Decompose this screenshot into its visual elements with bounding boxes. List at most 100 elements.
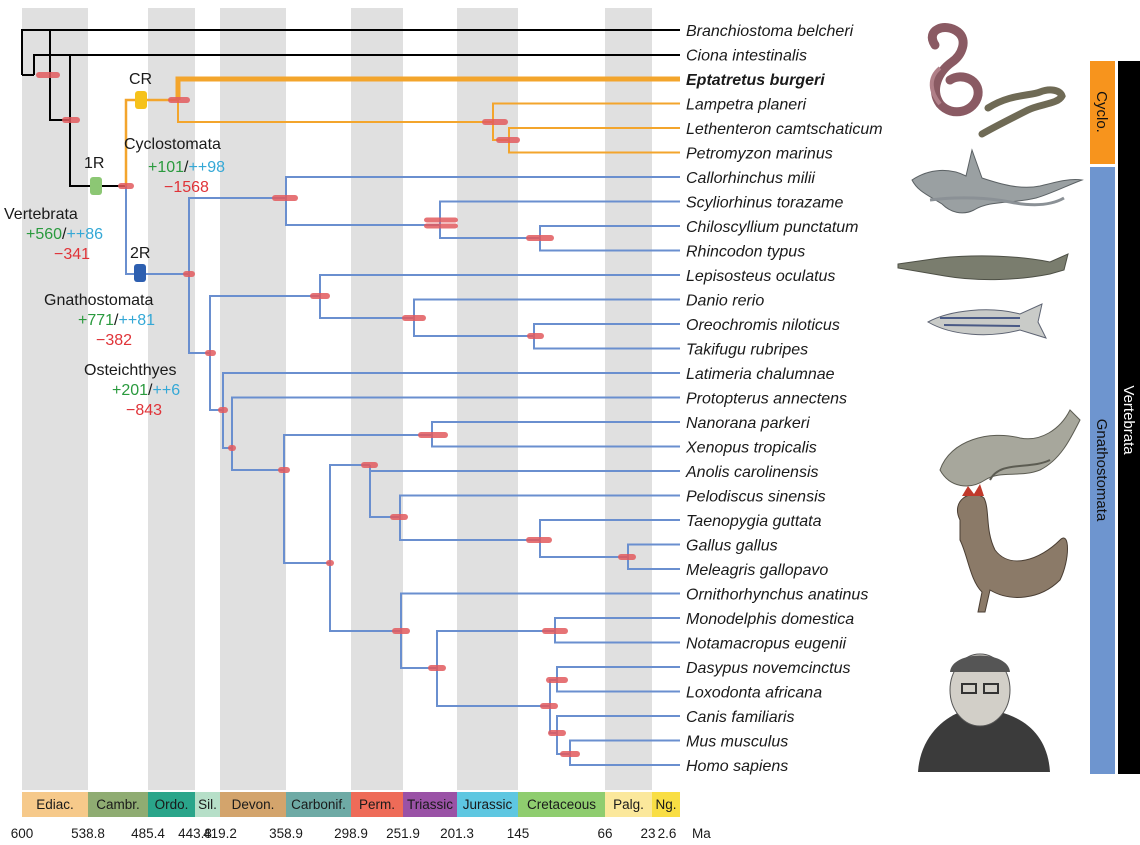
clade-gain-stats: +560/++86 [26, 226, 103, 243]
species-label: Canis familiaris [686, 709, 794, 726]
wgd-1r-label: 1R [84, 155, 104, 172]
period-label: Perm. [359, 797, 395, 812]
node-age-bar [62, 117, 80, 123]
period-label: Triassic [407, 797, 453, 812]
hagfish-illustration [932, 28, 978, 112]
species-label: Protopterus annectens [686, 391, 847, 408]
time-tick-label: 538.8 [71, 826, 105, 841]
species-label: Pelodiscus sinensis [686, 489, 826, 506]
tree-branch [557, 733, 570, 754]
node-age-bar [527, 333, 544, 339]
node-age-bar [361, 462, 378, 468]
node-age-bar [272, 195, 298, 201]
clade-loss: −1568 [164, 179, 209, 196]
time-band [457, 8, 518, 790]
species-label: Ciona intestinalis [686, 48, 807, 65]
period-label: Palg. [613, 797, 644, 812]
time-tick-label: 251.9 [386, 826, 420, 841]
period-label: Jurassic [463, 797, 513, 812]
period-label: Carbonif. [291, 797, 346, 812]
node-age-bar [228, 445, 236, 451]
tree-branch [550, 706, 557, 733]
node-age-bar [542, 628, 568, 634]
period-label: Ordo. [155, 797, 189, 812]
gnatho-bar-label: Gnathostomata [1093, 419, 1110, 522]
species-label: Lepisosteus oculatus [686, 268, 835, 285]
clade-name: Vertebrata [4, 206, 78, 223]
species-label: Homo sapiens [686, 758, 788, 775]
species-label: Loxodonta africana [686, 685, 822, 702]
species-label: Dasypus novemcinctus [686, 660, 851, 677]
node-age-bar [278, 467, 290, 473]
species-label: Mus musculus [686, 734, 788, 751]
node-age-bar [118, 183, 134, 189]
node-age-bar [540, 703, 558, 709]
species-label: Petromyzon marinus [686, 146, 833, 163]
node-age-bar [392, 628, 410, 634]
tree-branch [550, 680, 557, 706]
species-label: Ornithorhynchus anatinus [686, 587, 868, 604]
tree-branch [509, 128, 680, 140]
clade-vertebrata: Vertebrata +560/++86 −341 [4, 206, 103, 263]
time-band [148, 8, 195, 790]
time-tick-label: 2.6 [658, 826, 677, 841]
time-band [22, 8, 88, 790]
clade-loss: −843 [126, 402, 162, 419]
clade-loss: −341 [54, 246, 90, 263]
time-tick-label: 485.4 [131, 826, 165, 841]
clade-name: Cyclostomata [124, 136, 221, 153]
species-label: Danio rerio [686, 293, 764, 310]
species-label: Lampetra planeri [686, 97, 807, 114]
species-label: Callorhinchus milii [686, 170, 815, 187]
node-age-bar [183, 271, 195, 277]
wgd-2r-marker [134, 264, 146, 282]
tree-branch [509, 140, 680, 153]
species-label: Anolis carolinensis [685, 464, 819, 481]
species-label: Scyliorhinus torazame [686, 195, 844, 212]
clade-name: Osteichthyes [84, 362, 176, 379]
node-age-bar [310, 293, 330, 299]
node-age-bar [205, 350, 216, 356]
species-label: Nanorana parkeri [686, 415, 810, 432]
node-age-bar [218, 407, 228, 413]
species-label: Eptatretus burgeri [686, 72, 825, 89]
time-tick-label: 358.9 [269, 826, 303, 841]
time-band [605, 8, 652, 790]
time-band [351, 8, 403, 790]
period-label: Cretaceous [527, 797, 596, 812]
node-age-bar [526, 537, 552, 543]
period-label: Sil. [198, 797, 217, 812]
node-age-bar [402, 315, 426, 321]
node-age-bar [546, 677, 568, 683]
time-tick-label: 23 [640, 826, 655, 841]
wgd-1r-marker [90, 177, 102, 195]
node-age-bar [526, 235, 554, 241]
time-tick-label: 419.2 [203, 826, 237, 841]
species-label: Taenopygia guttata [686, 513, 822, 530]
time-unit-label: Ma [692, 826, 711, 841]
species-label: Lethenteron camtschaticum [686, 121, 883, 138]
node-age-bar [168, 97, 190, 103]
period-label: Ediac. [36, 797, 74, 812]
clade-name: Gnathostomata [44, 292, 154, 309]
species-label: Monodelphis domestica [686, 611, 854, 628]
node-age-bar [428, 665, 446, 671]
wgd-cr-marker [135, 91, 147, 109]
node-age-bar [36, 72, 60, 78]
human-portrait-illustration [918, 654, 1050, 772]
node-age-bar [618, 554, 636, 560]
wgd-2r-label: 2R [130, 245, 150, 262]
time-band [220, 8, 286, 790]
chimaera-illustration [912, 150, 1082, 213]
node-age-bar [560, 751, 580, 757]
time-tick-label: 201.3 [440, 826, 474, 841]
species-label: Meleagris gallopavo [686, 562, 828, 579]
clade-cyclostomata: Cyclostomata +101/++98 −1568 [124, 136, 225, 196]
lamprey-illustration [982, 90, 1062, 134]
species-label: Notamacropus eugenii [686, 636, 847, 653]
species-label: Gallus gallus [686, 538, 778, 555]
node-age-bar [548, 730, 566, 736]
